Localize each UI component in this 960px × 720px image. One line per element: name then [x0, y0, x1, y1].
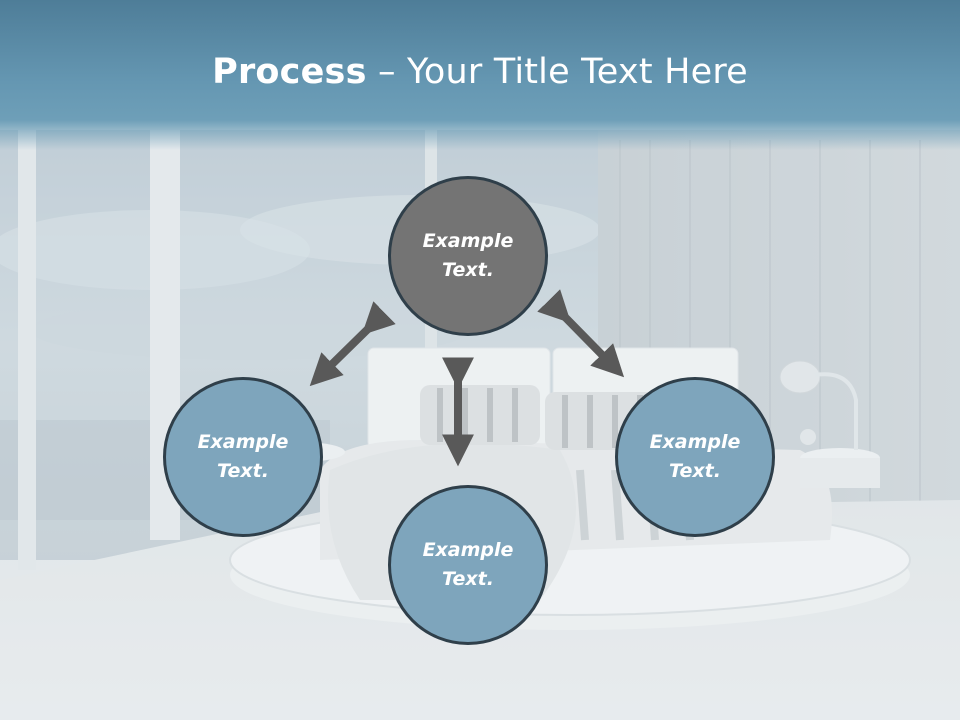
slide-title: Process – Your Title Text Here	[0, 52, 960, 92]
node-top-line1: Example	[422, 230, 514, 252]
title-rest: – Your Title Text Here	[366, 52, 748, 92]
title-bold: Process	[212, 52, 367, 92]
header-band	[0, 0, 960, 150]
node-right-line1: Example	[649, 431, 741, 453]
node-bottom-line2: Text.	[442, 568, 494, 590]
node-bottom-line1: Example	[422, 539, 514, 561]
arrow-top-right	[537, 289, 625, 378]
node-left-line2: Text.	[217, 460, 269, 482]
node-left-line1: Example	[197, 431, 289, 453]
node-top-line2: Text.	[442, 259, 494, 281]
arrow-top-left	[309, 301, 396, 387]
node-right-line2: Text.	[669, 460, 721, 482]
